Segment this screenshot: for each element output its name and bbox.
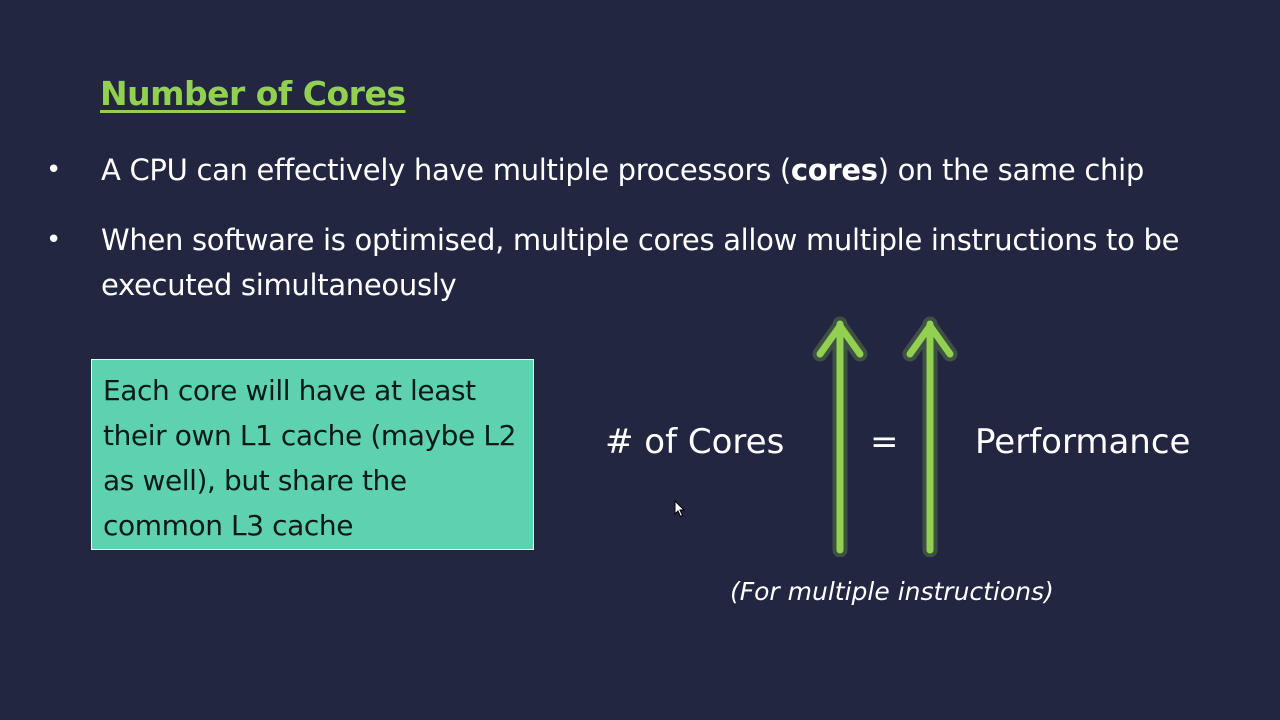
- bullet-symbol: •: [46, 225, 62, 255]
- equation-sign: =: [870, 422, 899, 462]
- bullet-text-1-before: A CPU can effectively have multiple proc…: [101, 153, 791, 187]
- slide-title: Number of Cores: [100, 74, 406, 113]
- equation-right: Performance: [975, 422, 1191, 462]
- up-arrow-icon: [812, 316, 868, 557]
- bullet-item-2: • When software is optimised, multiple c…: [46, 218, 1246, 308]
- bullet-text-2: When software is optimised, multiple cor…: [101, 223, 1180, 302]
- note-text: (For multiple instructions): [730, 577, 1054, 606]
- mouse-cursor-icon: [674, 500, 686, 518]
- bullet-text-1-after: ) on the same chip: [877, 153, 1145, 187]
- bullet-text-1: A CPU can effectively have multiple proc…: [101, 148, 1246, 193]
- up-arrow-icon: [902, 316, 958, 557]
- bullet-list: • A CPU can effectively have multiple pr…: [46, 148, 1246, 333]
- bullet-symbol: •: [46, 155, 62, 185]
- cache-note-box: Each core will have at least their own L…: [91, 359, 534, 550]
- equation-left: # of Cores: [605, 422, 785, 462]
- bullet-item-1: • A CPU can effectively have multiple pr…: [46, 148, 1246, 193]
- bullet-text-1-bold: cores: [790, 153, 878, 187]
